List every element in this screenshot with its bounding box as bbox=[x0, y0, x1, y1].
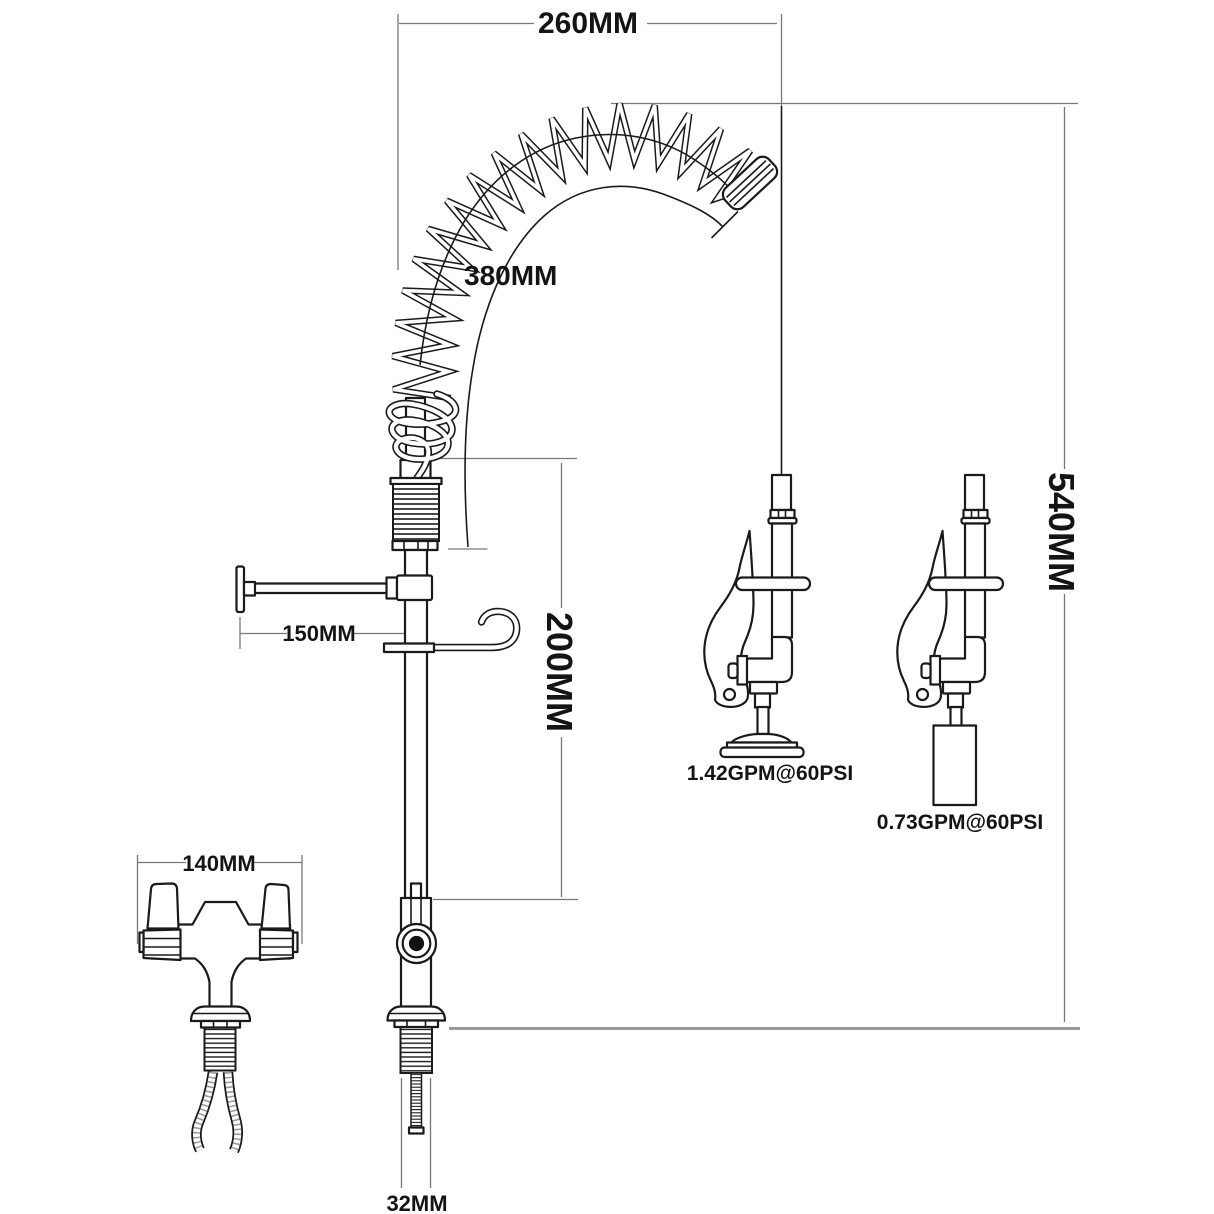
label-flow-spray-valve: 1.42GPM@60PSI bbox=[687, 762, 853, 785]
dimension-lines bbox=[136, 14, 1080, 1188]
nozzle-cylinder bbox=[932, 724, 978, 807]
faucet-deck-flange bbox=[189, 1005, 252, 1029]
bracket-clamp-small bbox=[385, 576, 399, 600]
riser-tube bbox=[403, 548, 429, 902]
secondary-spray-valve bbox=[896, 473, 1005, 807]
supply-shank-threaded bbox=[399, 1026, 433, 1074]
wall-flange-plate bbox=[235, 565, 246, 614]
valve-port-dot bbox=[408, 935, 425, 952]
nozzle-stem bbox=[949, 705, 963, 728]
faucet-handle-left bbox=[138, 882, 182, 962]
labels: 260MM 380MM 540MM 200MM 150MM 140MM 32MM… bbox=[182, 7, 1082, 1214]
spray-face-plate bbox=[719, 746, 805, 759]
label-540mm: 540MM bbox=[1041, 472, 1082, 592]
pull-down-rod bbox=[410, 1072, 423, 1129]
mixing-faucet bbox=[138, 882, 299, 1154]
hose-centerline bbox=[419, 133, 739, 366]
guard-hex-nut bbox=[391, 539, 439, 552]
label-200mm: 200MM bbox=[539, 612, 580, 732]
label-flow-nozzle: 0.73GPM@60PSI bbox=[877, 811, 1043, 834]
deck-flange bbox=[386, 1005, 447, 1029]
label-380mm: 380MM bbox=[464, 260, 557, 291]
hose-arc-380 bbox=[464, 185, 739, 548]
label-32mm: 32MM bbox=[386, 1191, 447, 1214]
label-140mm: 140MM bbox=[182, 851, 255, 876]
spring-guard-ribs bbox=[392, 483, 440, 542]
hook-mount-plate bbox=[382, 642, 436, 654]
bracket-clamp-block bbox=[395, 574, 434, 602]
pre-rinse-spray-valve bbox=[703, 473, 812, 759]
spray-face-flare bbox=[730, 732, 793, 744]
ball-valve-body bbox=[395, 882, 438, 1009]
pail-hook bbox=[382, 607, 521, 654]
rod-end-cap bbox=[407, 1126, 425, 1135]
coiled-spring-hose bbox=[385, 102, 754, 482]
wall-flange-collar bbox=[242, 580, 257, 597]
wall-bracket bbox=[235, 565, 434, 614]
label-150mm: 150MM bbox=[282, 621, 355, 646]
supply-hoses bbox=[191, 1071, 243, 1154]
faucet-shank-threaded bbox=[203, 1026, 237, 1072]
faucet-handle-right bbox=[258, 882, 299, 962]
hose-end-fitting bbox=[721, 155, 779, 211]
riser-assembly bbox=[235, 476, 521, 1135]
spray-outlet-stem bbox=[756, 705, 770, 736]
label-260mm: 260MM bbox=[538, 7, 638, 40]
